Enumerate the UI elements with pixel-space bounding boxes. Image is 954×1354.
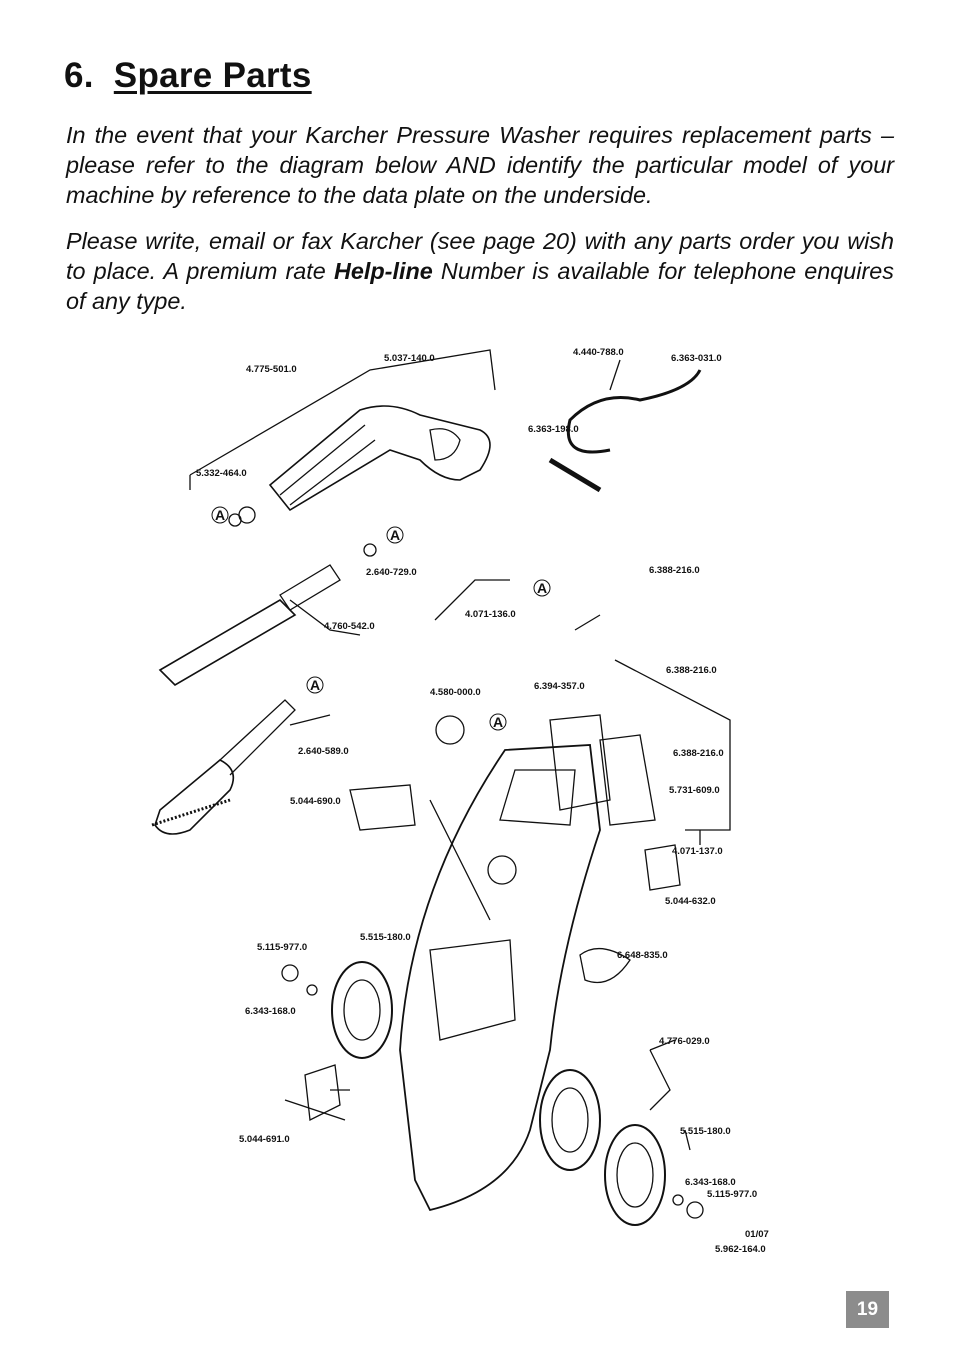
part-label: 5.515-180.0	[360, 932, 411, 943]
part-label: 5.044-632.0	[665, 896, 716, 907]
part-label: 4.775-501.0	[246, 364, 297, 375]
part-label: 5.731-609.0	[669, 785, 720, 796]
page-heading: 6. Spare Parts	[64, 56, 312, 96]
helpline-emphasis: Help-line	[333, 258, 433, 284]
order-text-end: Number is available for telephone enquir…	[66, 258, 894, 314]
part-label: 2.640-729.0	[366, 567, 417, 578]
part-label: 2.640-589.0	[298, 746, 349, 757]
order-paragraph: Please write, email or fax Karcher (see …	[66, 226, 894, 316]
part-label: 4.580-000.0	[430, 687, 481, 698]
callout-a: A	[493, 714, 503, 730]
exploded-parts-diagram: A A A A A 4.775-501.0 5.037-140.0 4.440-…	[130, 330, 810, 1270]
part-label: 6.363-198.0	[528, 424, 579, 435]
document-date: 01/07	[745, 1229, 769, 1240]
part-label: 4.071-136.0	[465, 609, 516, 620]
diagram-drawing: A A A A A	[151, 349, 731, 1226]
part-label: 6.648-835.0	[617, 950, 668, 961]
part-label: 6.394-357.0	[534, 681, 585, 692]
part-label: 6.343-168.0	[685, 1177, 736, 1188]
callout-a: A	[310, 677, 320, 693]
document-number: 5.962-164.0	[715, 1244, 766, 1255]
page-number-badge: 19	[846, 1291, 889, 1328]
part-label: 6.363-031.0	[671, 353, 722, 364]
part-label: 5.115-977.0	[257, 942, 308, 953]
part-label: 4.776-029.0	[659, 1036, 710, 1047]
part-label: 6.388-216.0	[673, 748, 724, 759]
part-label: 5.515-180.0	[680, 1126, 731, 1137]
order-text-start: Please write, email or fax Karcher (see …	[66, 228, 894, 284]
callout-a: A	[537, 580, 547, 596]
part-label: 6.343-168.0	[245, 1006, 296, 1017]
part-label: 5.332-464.0	[196, 468, 247, 479]
part-label: 6.388-216.0	[649, 565, 700, 576]
part-label: 5.044-690.0	[290, 796, 341, 807]
section-number: 6.	[64, 56, 94, 95]
part-label: 5.037-140.0	[384, 353, 435, 364]
part-label: 4.760-542.0	[324, 621, 375, 632]
part-label: 5.115-977.0	[707, 1189, 758, 1200]
intro-paragraph: In the event that your Karcher Pressure …	[66, 122, 894, 208]
callout-a: A	[215, 507, 225, 523]
part-label: 5.044-691.0	[239, 1134, 290, 1145]
part-label: 4.440-788.0	[573, 347, 624, 358]
part-label: 4.071-137.0	[672, 846, 723, 857]
section-title: Spare Parts	[113, 56, 312, 95]
callout-a: A	[390, 527, 400, 543]
part-label: 6.388-216.0	[666, 665, 717, 676]
